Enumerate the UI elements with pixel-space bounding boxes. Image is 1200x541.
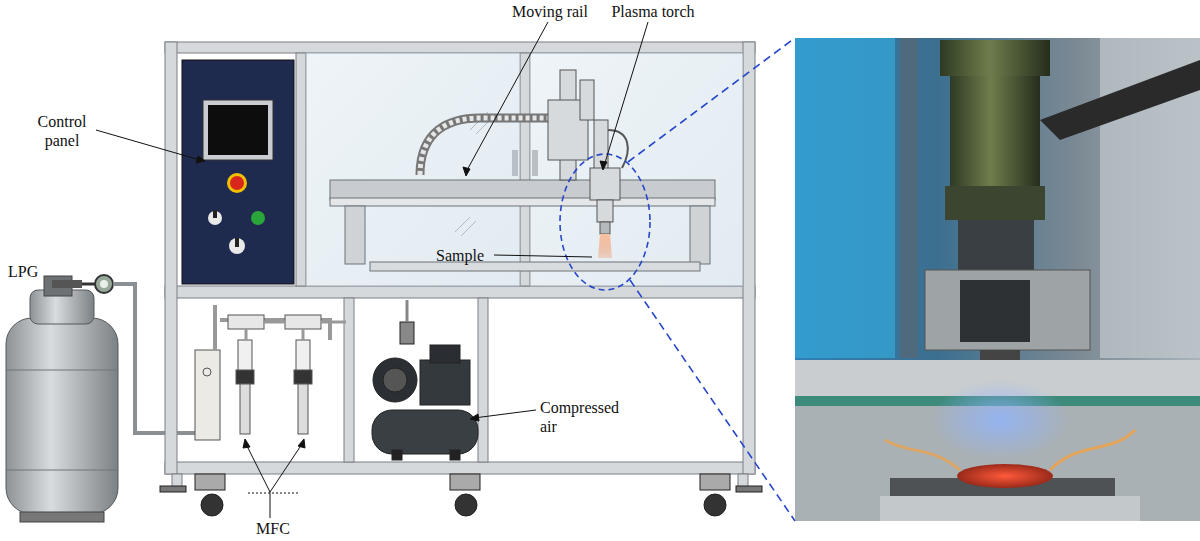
photo-panel bbox=[795, 38, 1200, 521]
glass-chamber bbox=[306, 53, 743, 286]
zoom-lines bbox=[628, 38, 795, 521]
part-label: Plasma torch bbox=[598, 2, 708, 21]
caster-wheels bbox=[160, 474, 762, 516]
plasma-torch bbox=[548, 70, 628, 234]
control-panel bbox=[182, 60, 294, 284]
zoom-circle bbox=[560, 154, 650, 290]
part-label: LPG bbox=[8, 262, 52, 281]
machine-frame bbox=[165, 42, 755, 488]
air-compressor bbox=[372, 300, 478, 460]
part-label: Control panel bbox=[26, 112, 98, 150]
part-label: MFC bbox=[248, 519, 298, 538]
part-label: Sample bbox=[436, 246, 496, 265]
leader-lines bbox=[96, 22, 648, 518]
part-label: Moving rail bbox=[500, 2, 600, 21]
mfc-units bbox=[195, 305, 346, 440]
gantry-rail bbox=[330, 118, 715, 271]
plasma-jet bbox=[598, 234, 612, 258]
part-label: Compressed air bbox=[540, 398, 636, 436]
